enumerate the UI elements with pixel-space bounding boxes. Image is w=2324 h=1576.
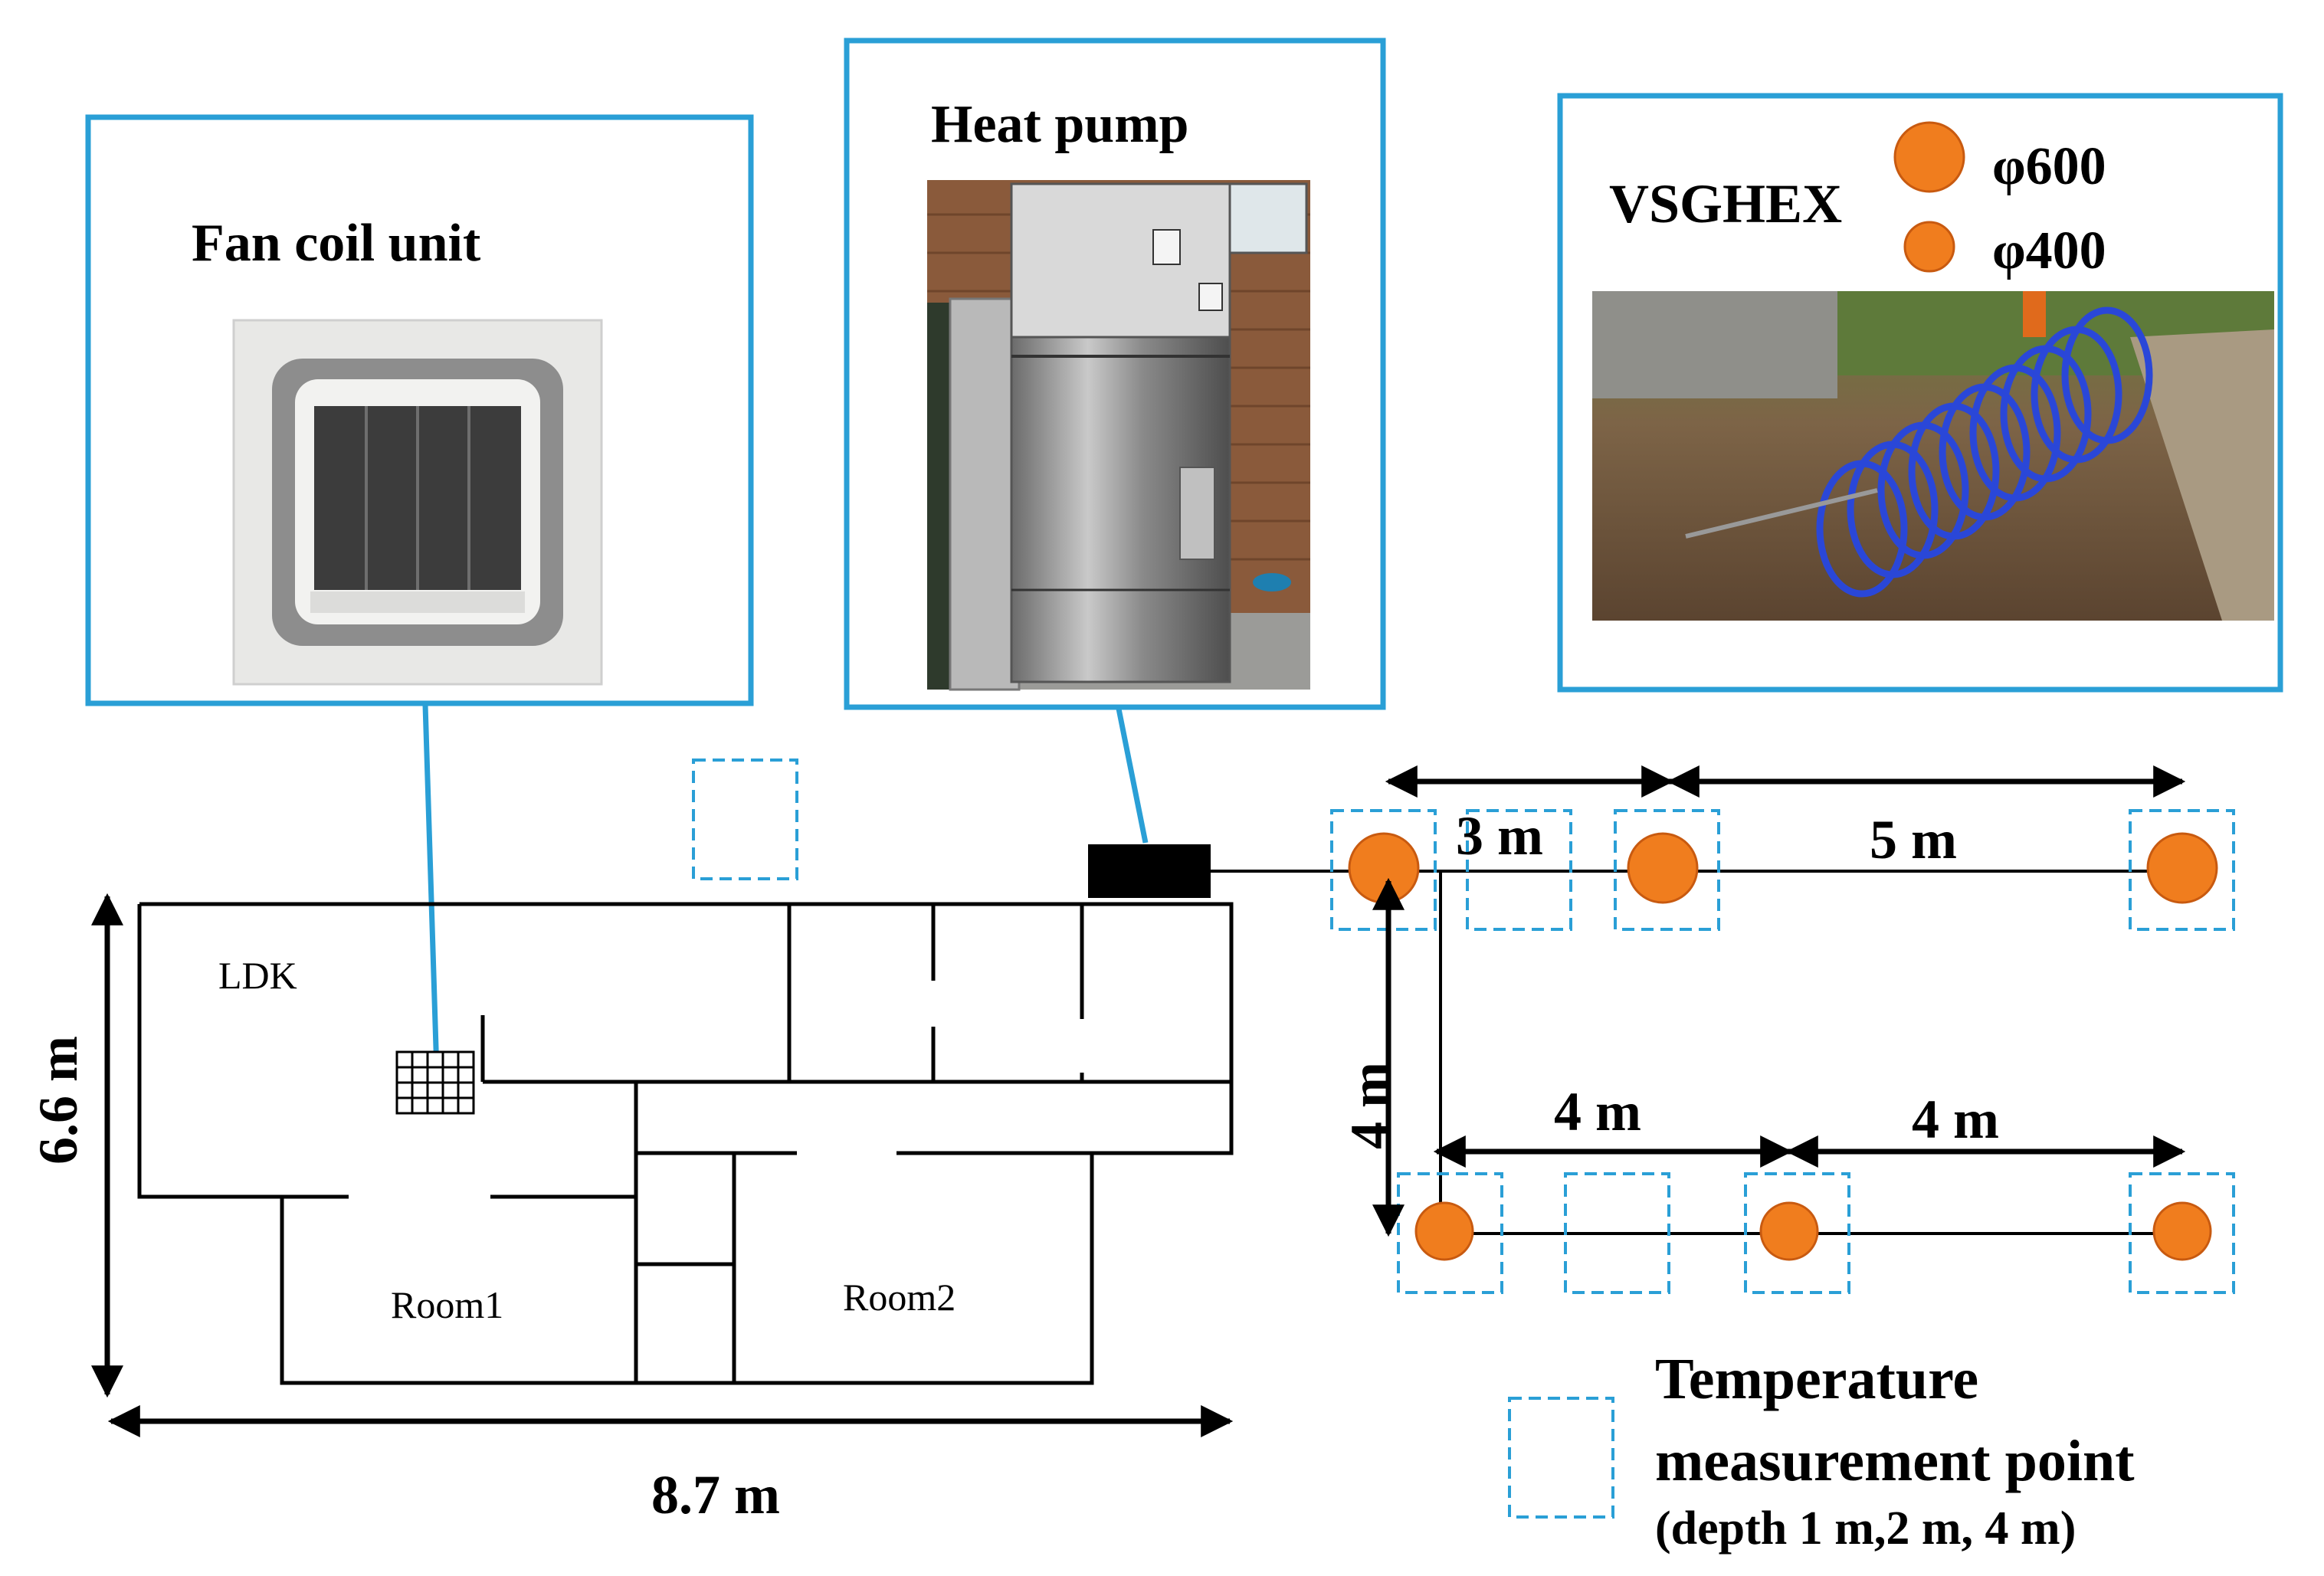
spacing-label-vertical-4m: 4 m <box>1339 1062 1401 1149</box>
spacing-label-5m: 5 m <box>1870 809 1957 870</box>
heat-pump-photo <box>927 180 1310 691</box>
room-label-ldk: LDK <box>218 954 297 997</box>
phi600-legend-dot <box>1893 121 1965 193</box>
temperature-point-reference <box>692 759 798 880</box>
borehole-phi600 <box>2146 832 2218 904</box>
borehole-phi400 <box>1414 1201 1474 1261</box>
phi400-legend-label: φ400 <box>1992 221 2106 280</box>
vsghex-panel: VSGHEX φ600 φ400 <box>1557 93 2283 693</box>
door-openings <box>349 981 1085 1200</box>
temperature-point <box>1744 1172 1850 1294</box>
vsghex-photo <box>1592 291 2274 621</box>
fan-coil-symbol <box>395 1050 475 1115</box>
fan-coil-photo <box>232 319 603 686</box>
fan-coil-panel: Fan coil unit <box>85 114 754 706</box>
borehole-phi400 <box>2152 1201 2212 1261</box>
legend-line2: measurement point <box>1655 1429 2135 1493</box>
temperature-point <box>2129 809 2235 931</box>
borehole-phi600 <box>1348 832 1420 904</box>
temperature-point <box>2129 1172 2235 1294</box>
fan-coil-title: Fan coil unit <box>192 214 480 273</box>
heat-pump-panel: Heat pump <box>844 38 1386 710</box>
floor-plan <box>137 902 1234 1385</box>
borehole-pipes <box>1383 870 2182 1235</box>
spacing-label-bottom-left-4m: 4 m <box>1554 1081 1641 1142</box>
vsghex-title: VSGHEX <box>1609 173 1842 234</box>
spacing-label-3m: 3 m <box>1456 805 1543 867</box>
heat-pump-title: Heat pump <box>931 95 1188 154</box>
heat-pump-connector <box>1116 708 1149 844</box>
borehole-phi600 <box>1627 832 1699 904</box>
legend-dashed-box <box>1508 1397 1614 1519</box>
phi400-legend-dot <box>1903 221 1955 273</box>
borehole-phi400 <box>1759 1201 1819 1261</box>
boreholes <box>1348 832 2218 1261</box>
temperature-point <box>1466 809 1572 931</box>
fan-coil-connector <box>422 704 440 1073</box>
room-label-room1: Room1 <box>391 1283 503 1326</box>
room-label-room2: Room2 <box>843 1276 955 1319</box>
phi600-legend-label: φ600 <box>1992 137 2106 196</box>
heat-pump-block <box>1088 844 1211 898</box>
spacing-label-bottom-right-4m: 4 m <box>1912 1089 1999 1150</box>
temperature-point <box>1614 809 1720 931</box>
width-dimension-label: 8.7 m <box>651 1464 780 1525</box>
height-dimension-label: 6.6 m <box>28 1036 89 1165</box>
temperature-point <box>1564 1172 1670 1294</box>
legend-line3: (depth 1 m,2 m, 4 m) <box>1655 1502 2076 1555</box>
legend-line1: Temperature <box>1655 1347 1978 1411</box>
